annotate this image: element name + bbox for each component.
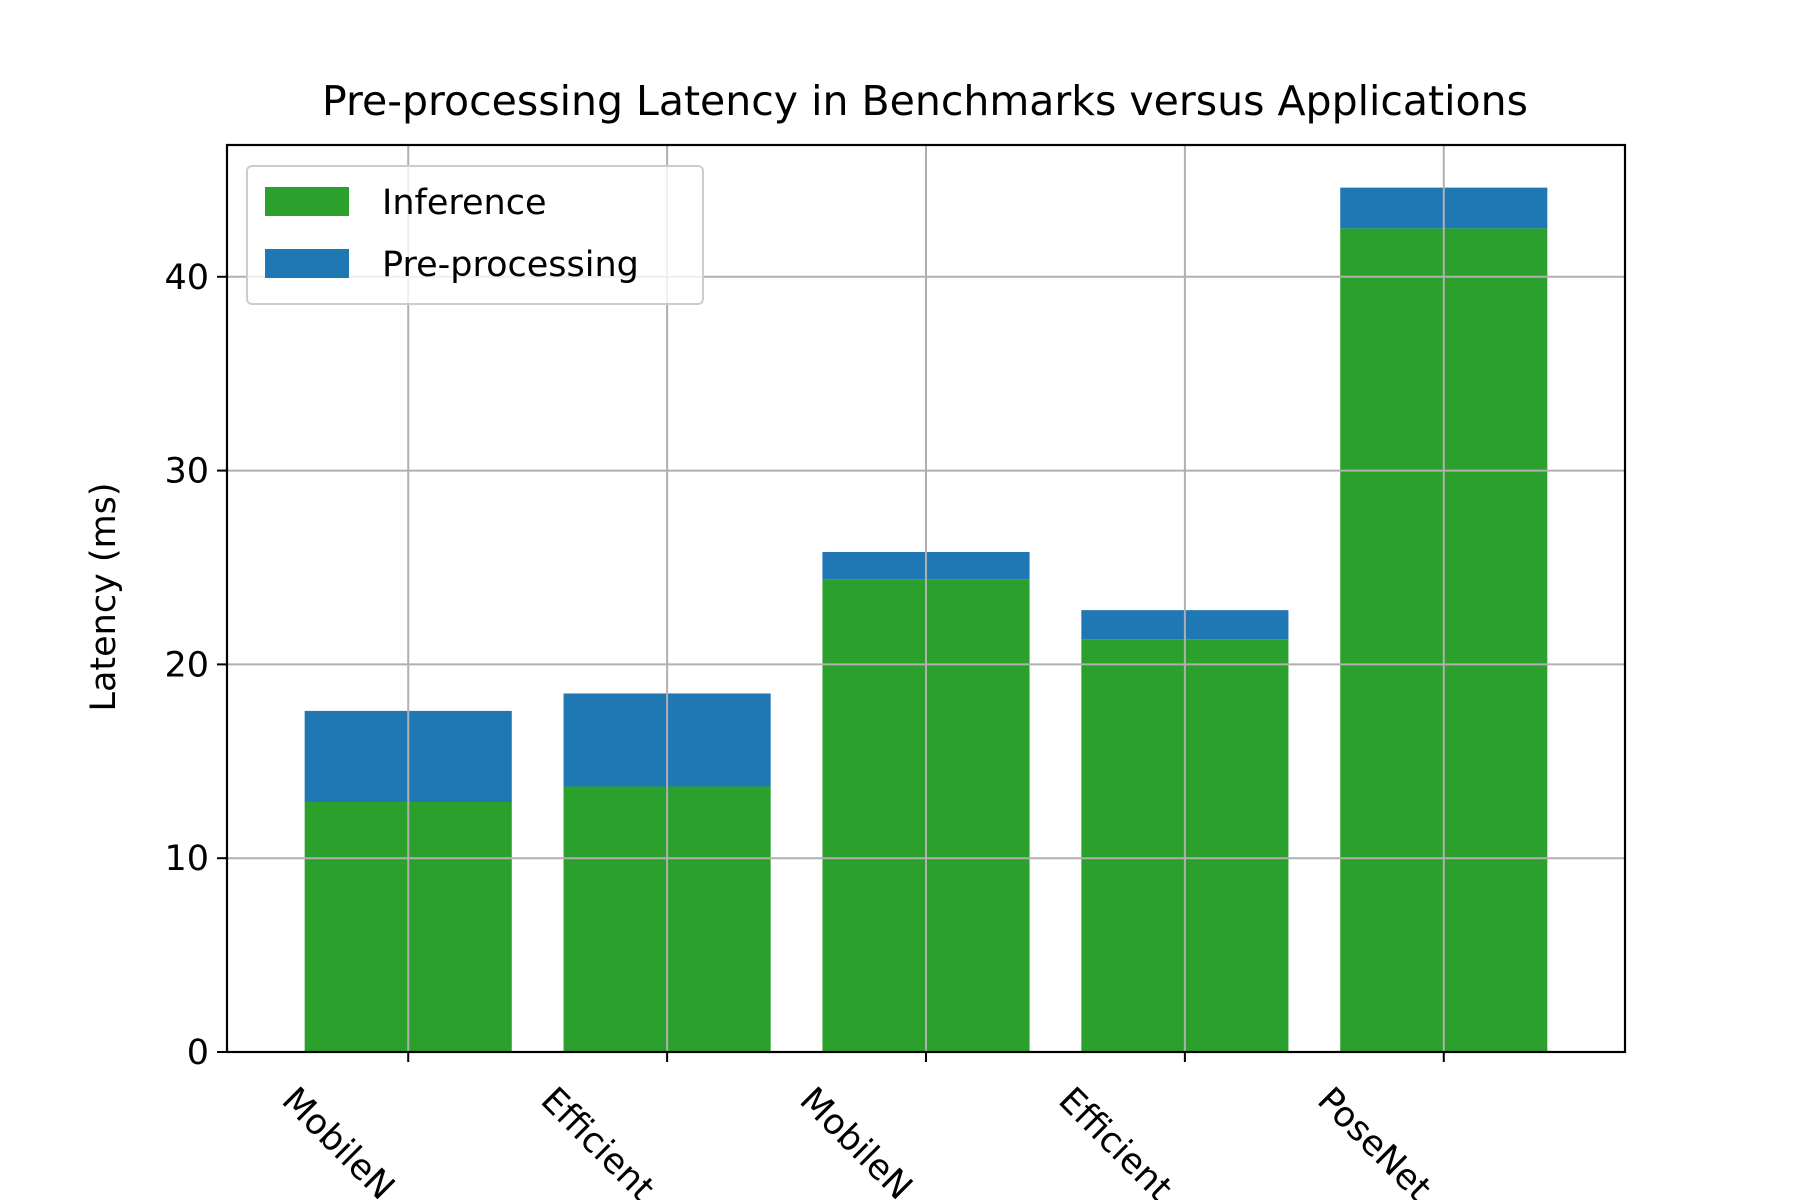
y-tick-label: 10	[164, 839, 209, 879]
legend-swatch-inference	[265, 187, 349, 216]
y-tick-label: 30	[164, 452, 209, 492]
y-tick-label: 0	[187, 1033, 209, 1073]
chart-title: Pre-processing Latency in Benchmarks ver…	[322, 77, 1528, 125]
x-tick-label: MobileN	[274, 1080, 402, 1200]
legend-label-inference: Inference	[382, 183, 546, 223]
legend-frame	[246, 165, 704, 305]
y-tick-label: 20	[164, 645, 209, 685]
legend-swatch-pre-processing	[265, 249, 349, 278]
x-tick-label: MobileN	[792, 1080, 920, 1200]
x-tick-label: Efficient	[1051, 1080, 1180, 1200]
y-axis-label: Latency (ms)	[84, 482, 124, 711]
y-tick-label: 40	[164, 258, 209, 298]
x-tick-label: Efficient	[533, 1080, 662, 1200]
x-tick-label: PoseNet	[1309, 1080, 1438, 1200]
legend-label-pre-processing: Pre-processing	[382, 245, 639, 285]
